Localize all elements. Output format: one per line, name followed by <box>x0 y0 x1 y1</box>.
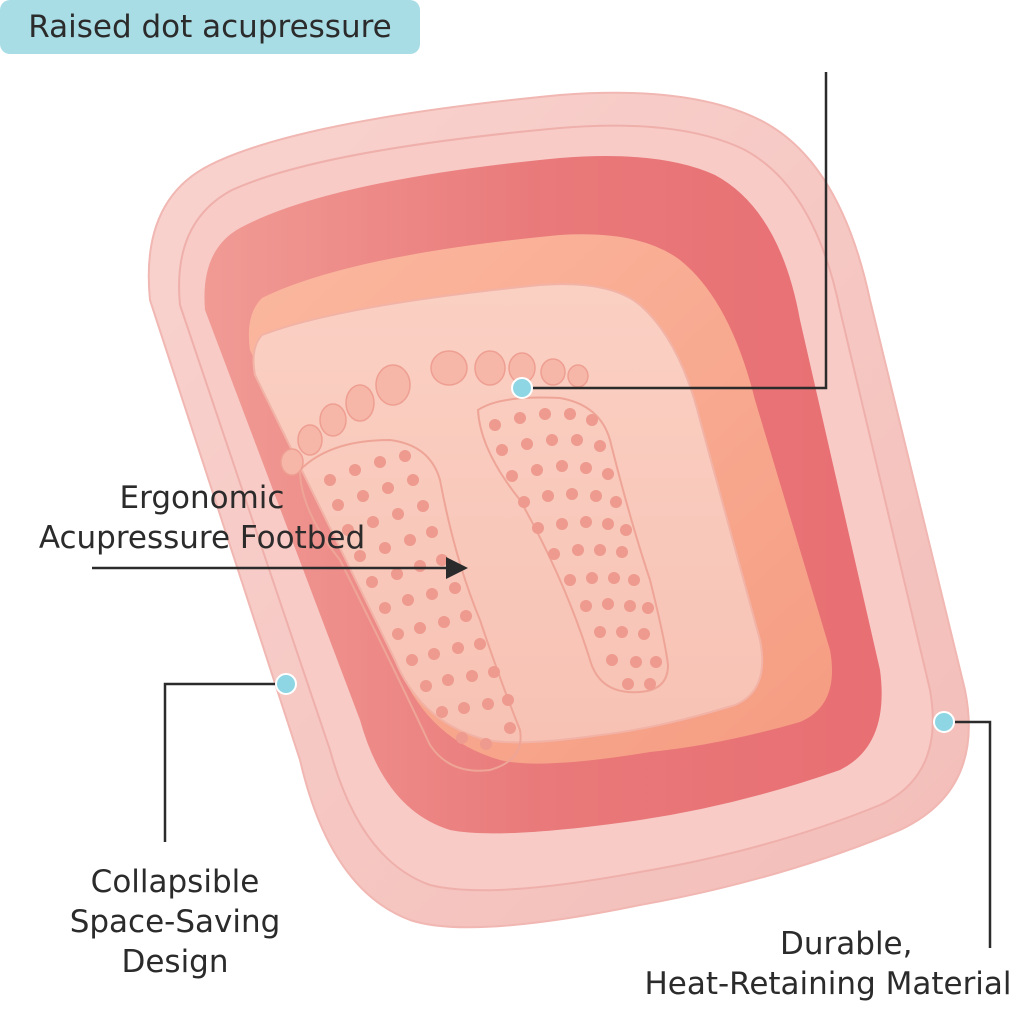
toe-pads <box>280 350 589 476</box>
callout-collapsible-line-2: Space-Saving <box>69 904 281 940</box>
marker-dots <box>275 377 955 733</box>
callout-ergonomic-line-2: Acupressure Footbed <box>38 520 366 556</box>
right-foot-nubs <box>489 408 662 690</box>
callout-collapsible-line-3: Design <box>121 944 229 980</box>
callout-collapsible: Collapsible Space-Saving Design <box>40 862 310 982</box>
callout-leader-lines <box>92 72 992 948</box>
leader-collapsible <box>163 682 286 842</box>
callout-collapsible-line-1: Collapsible <box>90 864 260 900</box>
callout-raised-dot: Raised dot acupressure <box>0 0 420 54</box>
marker-durable <box>933 711 955 733</box>
leader-durable <box>944 720 992 948</box>
callout-durable-line-1: Durable, <box>780 926 913 962</box>
marker-raised-dot <box>511 377 533 399</box>
marker-collapsible <box>275 673 297 695</box>
callout-durable-line-2: Heat-Retaining Material <box>644 966 1012 1002</box>
callout-ergonomic-footbed: Ergonomic Acupressure Footbed <box>22 478 382 558</box>
callout-ergonomic-line-1: Ergonomic <box>119 480 285 516</box>
left-foot-outline <box>298 438 522 772</box>
leader-raised-dot <box>522 72 828 390</box>
callout-durable-material: Durable, Heat-Retaining Material <box>640 924 1016 1004</box>
arrow-head-icon <box>446 557 468 579</box>
